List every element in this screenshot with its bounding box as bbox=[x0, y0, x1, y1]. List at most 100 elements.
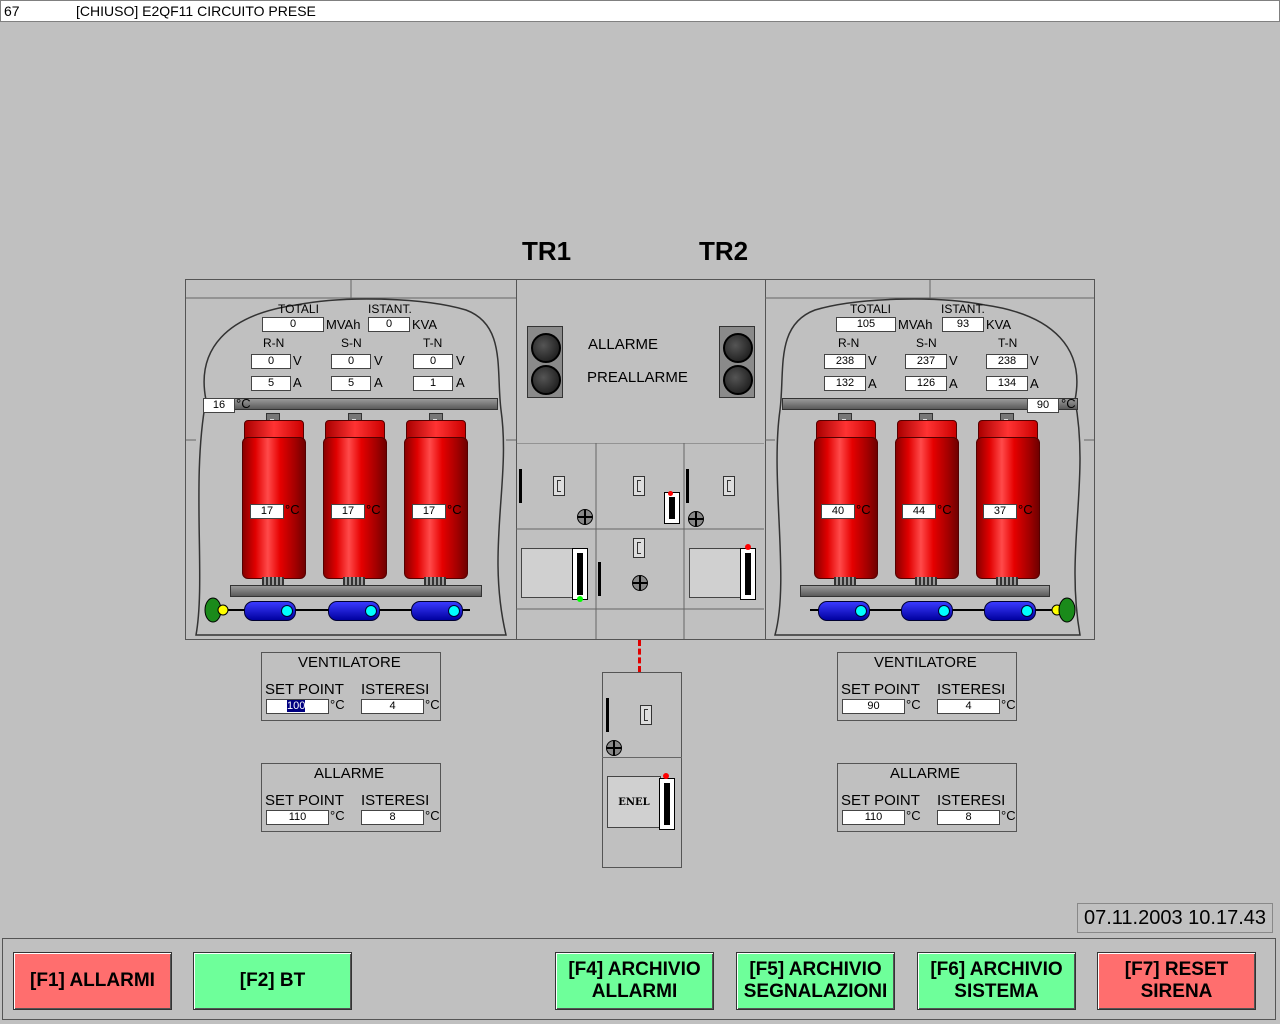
center-cabinets bbox=[516, 443, 764, 639]
tr1-coil-r-temp: 17 bbox=[250, 504, 284, 519]
tr1-tn-voltage-unit: V bbox=[456, 353, 465, 368]
tr2-ventilatore-setpoint-input[interactable]: 90 bbox=[842, 699, 905, 714]
tr1-allarme-title: ALLARME bbox=[314, 765, 385, 782]
tr2-sn-current: 126 bbox=[905, 376, 947, 391]
tr2-allarme-setpoint-unit: °C bbox=[906, 808, 921, 823]
tr2-ventilatore-title: VENTILATORE bbox=[874, 654, 977, 671]
tr1-tn-voltage: 0 bbox=[413, 354, 453, 369]
tr1-busbar-temp-unit: °C bbox=[236, 396, 251, 411]
tr2-title: TR2 bbox=[699, 236, 749, 266]
tr1-top-busbar bbox=[230, 398, 498, 410]
tr1-ventilatore-isteresi-label: ISTERESI bbox=[361, 681, 430, 698]
f2-bt-button[interactable]: [F2] BT bbox=[193, 952, 352, 1010]
tr2-rn-voltage: 238 bbox=[824, 354, 866, 369]
status-id: 67 bbox=[4, 3, 20, 19]
tr1-sn-current: 5 bbox=[331, 376, 371, 391]
tr2-ventilatore-isteresi-input[interactable]: 4 bbox=[937, 699, 1000, 714]
tr1-title: TR1 bbox=[522, 236, 572, 266]
enel-breaker: ENEL bbox=[607, 776, 661, 828]
tr1-prealarm-lamp bbox=[531, 365, 561, 395]
enel-breaker-lever[interactable] bbox=[659, 778, 675, 830]
tr2-allarme-setpoint-label: SET POINT bbox=[841, 792, 920, 809]
tr2-lv-breaker-led bbox=[745, 544, 751, 550]
cabinet-handle-1[interactable] bbox=[553, 476, 565, 496]
tr1-tn-current-unit: A bbox=[456, 375, 465, 390]
tr2-totali-label: TOTALI bbox=[850, 302, 891, 316]
cabinet-lock-3-icon bbox=[632, 575, 648, 591]
tr1-totali-value: 0 bbox=[262, 317, 324, 332]
tr1-ventilatore-setpoint-input[interactable]: 100 bbox=[266, 699, 329, 714]
tr2-tn-voltage: 238 bbox=[986, 354, 1028, 369]
f6-archivio-sistema-button[interactable]: [F6] ARCHIVIO SISTEMA bbox=[917, 952, 1076, 1010]
tr2-allarme-isteresi-label: ISTERESI bbox=[937, 792, 1006, 809]
tr2-allarme-isteresi-unit: °C bbox=[1001, 808, 1016, 823]
tr1-ventilatore-setpoint-label: SET POINT bbox=[265, 681, 344, 698]
tr2-fan-3 bbox=[984, 601, 1036, 621]
tr2-tn-current-unit: A bbox=[1030, 376, 1039, 391]
tr1-lv-breaker bbox=[521, 548, 577, 598]
enel-cabinet-handle[interactable] bbox=[640, 705, 652, 725]
tr1-panel bbox=[186, 280, 516, 639]
tr2-busbar-temp: 90 bbox=[1027, 398, 1059, 413]
cabinet-indicator-3 bbox=[598, 562, 601, 596]
tr2-ventilatore-isteresi-unit: °C bbox=[1001, 697, 1016, 712]
tr2-coil-s-spring bbox=[915, 577, 937, 587]
tr2-allarme-setpoint-input[interactable]: 110 bbox=[842, 810, 905, 825]
tr2-rn-current-unit: A bbox=[868, 376, 877, 391]
center-breaker-lever[interactable] bbox=[664, 492, 680, 524]
tr1-lv-breaker-lever[interactable] bbox=[572, 548, 588, 600]
cabinet-handle-4[interactable] bbox=[633, 538, 645, 558]
tr2-coil-r-temp: 40 bbox=[821, 504, 855, 519]
cabinet-lock-2-icon bbox=[688, 511, 704, 527]
tr2-allarme-isteresi-input[interactable]: 8 bbox=[937, 810, 1000, 825]
tr1-coil-s-temp: 17 bbox=[331, 504, 365, 519]
tr2-tn-current: 134 bbox=[986, 376, 1028, 391]
cabinet-lock-1-icon bbox=[577, 509, 593, 525]
tr2-phase-rn-label: R-N bbox=[838, 336, 860, 350]
cabinet-indicator-1 bbox=[519, 469, 522, 503]
tr1-allarme-setpoint-input[interactable]: 110 bbox=[266, 810, 329, 825]
f1-allarmi-button[interactable]: [F1] ALLARMI bbox=[13, 952, 172, 1010]
tr2-sn-current-unit: A bbox=[949, 376, 958, 391]
tr1-totali-label: TOTALI bbox=[278, 302, 319, 316]
tr1-ventilatore-isteresi-input[interactable]: 4 bbox=[361, 699, 424, 714]
tr1-coil-s-temp-unit: °C bbox=[366, 502, 381, 517]
center-breaker-led bbox=[668, 491, 673, 496]
tr1-coil-r-temp-unit: °C bbox=[285, 502, 300, 517]
f7-reset-sirena-button[interactable]: [F7] RESET SIRENA bbox=[1097, 952, 1256, 1010]
tr2-lv-breaker-lever[interactable] bbox=[740, 548, 756, 600]
tr2-phase-tn-label: T-N bbox=[998, 336, 1018, 350]
tr1-ventilatore-box: VENTILATORE SET POINT ISTERESI 100 °C 4 … bbox=[261, 652, 441, 721]
center-panel bbox=[516, 280, 766, 639]
tr2-ventilatore-box: VENTILATORE SET POINT ISTERESI 90 °C 4 °… bbox=[837, 652, 1017, 721]
tr2-istant-unit: KVA bbox=[986, 317, 1012, 332]
tr2-totali-unit: MVAh bbox=[898, 317, 933, 332]
tr1-rn-voltage-unit: V bbox=[293, 353, 302, 368]
tr1-allarme-isteresi-label: ISTERESI bbox=[361, 792, 430, 809]
tr1-enclosure-outline bbox=[186, 280, 516, 636]
tr2-totali-value: 105 bbox=[836, 317, 896, 332]
tr1-allarme-setpoint-label: SET POINT bbox=[265, 792, 344, 809]
tr1-phase-sn-label: S-N bbox=[341, 336, 362, 350]
cabinet-indicator-2 bbox=[686, 469, 689, 503]
tr2-istant-value: 93 bbox=[942, 317, 984, 332]
f5-archivio-segnalazioni-button[interactable]: [F5] ARCHIVIO SEGNALAZIONI bbox=[736, 952, 895, 1010]
tr1-allarme-isteresi-input[interactable]: 8 bbox=[361, 810, 424, 825]
tr2-ventilatore-setpoint-unit: °C bbox=[906, 697, 921, 712]
f4-archivio-allarmi-button[interactable]: [F4] ARCHIVIO ALLARMI bbox=[555, 952, 714, 1010]
tr2-allarme-box: ALLARME SET POINT ISTERESI 110 °C 8 °C bbox=[837, 763, 1017, 832]
status-message: [CHIUSO] E2QF11 CIRCUITO PRESE bbox=[76, 3, 316, 19]
tr1-coil-t-temp: 17 bbox=[412, 504, 446, 519]
cabinet-handle-3[interactable] bbox=[723, 476, 735, 496]
tr1-sn-voltage-unit: V bbox=[374, 353, 383, 368]
tr1-lv-breaker-led bbox=[577, 596, 583, 602]
tr2-coil-t-temp-unit: °C bbox=[1018, 502, 1033, 517]
preallarme-label: PREALLARME bbox=[587, 369, 688, 386]
enel-cabinet-indicator bbox=[606, 698, 609, 732]
tr1-rn-current-unit: A bbox=[293, 375, 302, 390]
tr2-allarme-title: ALLARME bbox=[890, 765, 961, 782]
tr2-coil-r-temp-unit: °C bbox=[856, 502, 871, 517]
tr2-tn-voltage-unit: V bbox=[1030, 353, 1039, 368]
tr2-lamp-box bbox=[719, 326, 755, 398]
cabinet-handle-2[interactable] bbox=[633, 476, 645, 496]
